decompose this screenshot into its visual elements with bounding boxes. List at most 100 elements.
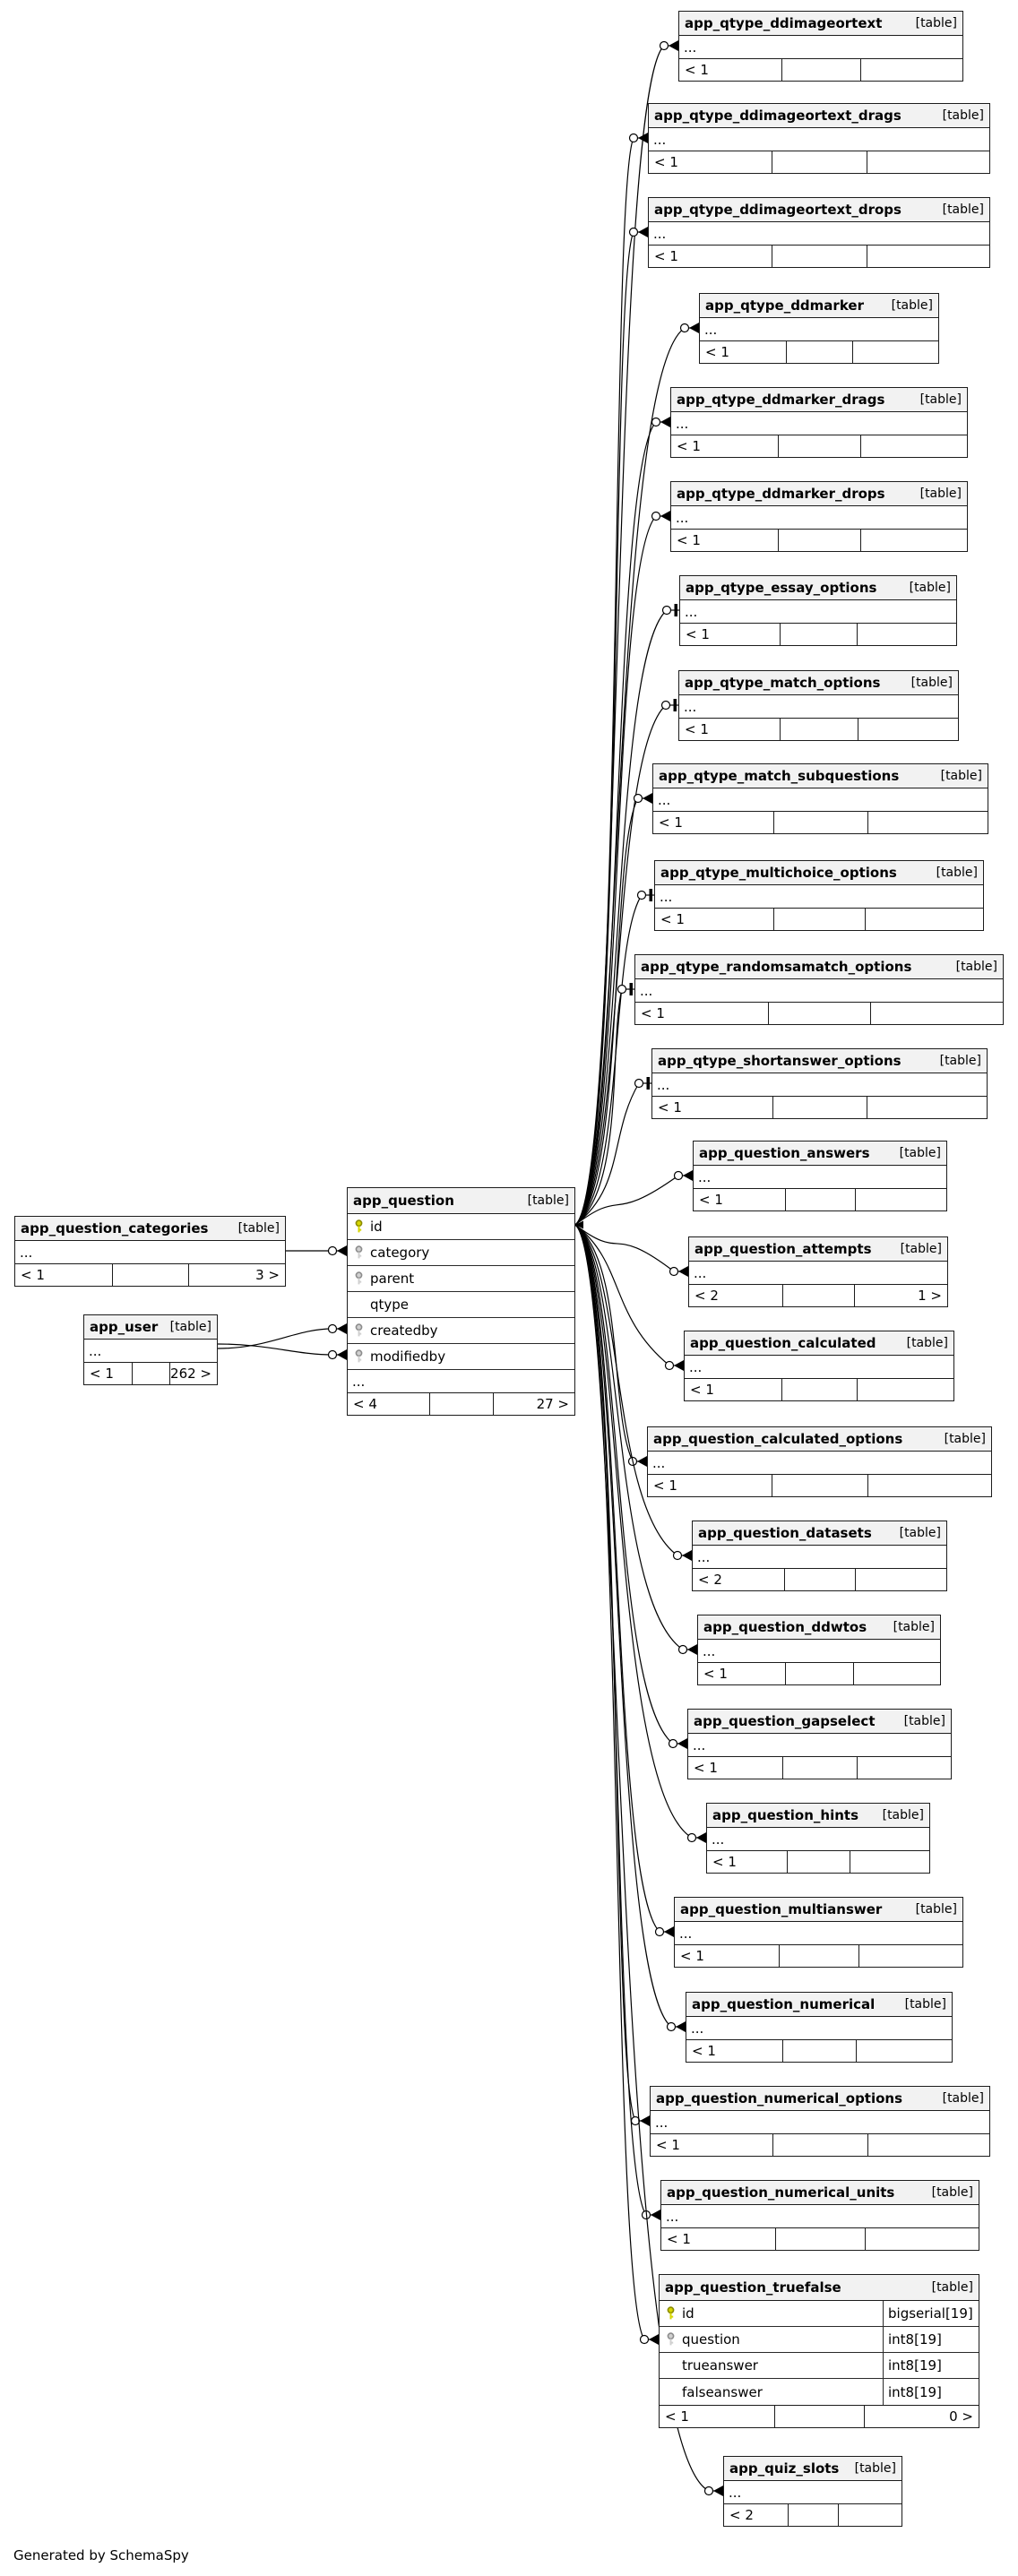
table-type-tag: [table]	[942, 2091, 984, 2106]
table-box-app-qtype-essay-options[interactable]: app_qtype_essay_options [table] ... < 1	[679, 575, 957, 646]
footer-parents-count	[860, 59, 962, 81]
table-box-app-qtype-ddimageortext-drags[interactable]: app_qtype_ddimageortext_drags [table] ..…	[648, 103, 990, 174]
crow-foot-marker	[713, 2486, 723, 2496]
table-footer: < 4 27 >	[348, 1392, 574, 1415]
table-name: app_question_numerical_options	[656, 2090, 903, 2106]
footer-middle-cell	[772, 909, 865, 930]
table-box-app-question-numerical[interactable]: app_question_numerical [table] ... < 1	[686, 1992, 953, 2063]
column-row-createdby: createdby	[348, 1318, 574, 1344]
table-columns: ...	[15, 1241, 285, 1263]
table-box-app-qtype-ddmarker[interactable]: app_qtype_ddmarker [table] ... < 1	[699, 293, 939, 364]
table-header: app_quiz_slots [table]	[724, 2457, 902, 2481]
table-box-app-question-categories[interactable]: app_question_categories [table] ... < 1 …	[14, 1216, 286, 1287]
table-header: app_question_calculated_options [table]	[648, 1427, 991, 1452]
table-name: app_question_numerical	[692, 1996, 876, 2012]
table-box-app-qtype-match-options[interactable]: app_qtype_match_options [table] ... < 1	[678, 670, 959, 741]
table-name: app_question_multianswer	[680, 1901, 883, 1917]
table-box-app-question-hints[interactable]: app_question_hints [table] ... < 1	[706, 1803, 930, 1874]
table-box-app-qtype-shortanswer-options[interactable]: app_qtype_shortanswer_options [table] ..…	[651, 1048, 988, 1119]
footer-children-count: < 1	[686, 626, 710, 642]
relationship-edge	[574, 1224, 660, 2220]
table-columns: ...	[694, 1166, 946, 1188]
table-box-app-question-ddwtos[interactable]: app_question_ddwtos [table] ... < 1	[697, 1615, 941, 1685]
relationship-edge	[574, 1077, 651, 1226]
table-box-app-question-numerical-units[interactable]: app_question_numerical_units [table] ...…	[660, 2180, 979, 2251]
footer-middle-cell	[132, 1363, 168, 1384]
footer-parents-count	[870, 1003, 1003, 1024]
footer-parents-count	[855, 1189, 946, 1210]
columns-ellipsis-row: ...	[84, 1340, 217, 1362]
table-type-tag: [table]	[940, 769, 982, 783]
table-box-app-qtype-ddmarker-drags[interactable]: app_qtype_ddmarker_drags [table] ... < 1	[670, 387, 968, 458]
table-header: app_question_attempts [table]	[689, 1237, 947, 1262]
table-box-app-qtype-ddimageortext[interactable]: app_qtype_ddimageortext [table] ... < 1	[678, 11, 963, 82]
column-row-id: id	[348, 1214, 574, 1240]
table-type-tag: [table]	[919, 392, 962, 407]
table-header: app_question_numerical_units [table]	[661, 2181, 979, 2205]
column-name: modifiedby	[370, 1348, 446, 1365]
footer-middle-cell	[781, 2040, 857, 2062]
column-name: createdby	[370, 1322, 438, 1339]
table-box-app-question-calculated-options[interactable]: app_question_calculated_options [table] …	[647, 1426, 992, 1497]
table-header: app_question_truefalse [table]	[660, 2275, 979, 2301]
table-type-tag: [table]	[899, 1146, 941, 1160]
footer-children-count: < 1	[685, 62, 709, 78]
table-box-app-qtype-match-subquestions[interactable]: app_qtype_match_subquestions [table] ...…	[652, 763, 988, 834]
footer-children-count: < 1	[692, 2043, 716, 2059]
table-header: app_question_multianswer [table]	[675, 1898, 962, 1922]
table-box-app-qtype-ddimageortext-drops[interactable]: app_qtype_ddimageortext_drops [table] ..…	[648, 197, 990, 268]
footer-children-count: < 2	[698, 1572, 722, 1588]
zero-circle-marker	[639, 2334, 650, 2345]
column-name: ...	[712, 1831, 725, 1848]
columns-ellipsis-row: ...	[635, 979, 1003, 1002]
table-header: app_question_gapselect [table]	[688, 1710, 951, 1734]
table-box-app-qtype-multichoice-options[interactable]: app_qtype_multichoice_options [table] ..…	[654, 860, 984, 931]
relationship-edge	[574, 1170, 693, 1226]
table-name: app_qtype_ddimageortext_drags	[654, 108, 902, 124]
footer-parents-count	[849, 1851, 929, 1873]
column-name: ...	[689, 1358, 703, 1375]
relationship-edge	[217, 1343, 347, 1360]
table-name: app_qtype_match_options	[685, 675, 881, 691]
crow-foot-marker	[638, 227, 648, 237]
zero-circle-marker	[673, 1170, 684, 1181]
table-box-app-question-calculated[interactable]: app_question_calculated [table] ... < 1	[684, 1331, 954, 1401]
footer-parents-count	[857, 1379, 953, 1400]
table-box-app-user[interactable]: app_user [table] ... < 1 262 >	[83, 1314, 218, 1385]
crow-foot-marker	[660, 511, 670, 521]
table-box-app-question-answers[interactable]: app_question_answers [table] ... < 1	[693, 1141, 947, 1211]
bar-marker	[649, 889, 652, 901]
table-box-app-question-attempts[interactable]: app_question_attempts [table] ... < 2 1 …	[688, 1236, 948, 1307]
bar-marker	[629, 983, 633, 995]
table-footer: < 2	[724, 2503, 902, 2526]
column-name: ...	[679, 1925, 693, 1942]
table-box-app-question-gapselect[interactable]: app_question_gapselect [table] ... < 1	[687, 1709, 952, 1779]
relationship-edge	[574, 889, 654, 1226]
table-footer: < 1	[685, 1378, 953, 1400]
table-box-app-question-multianswer[interactable]: app_question_multianswer [table] ... < 1	[674, 1897, 963, 1968]
column-name: ...	[694, 1264, 707, 1281]
footer-parents-count	[855, 1569, 946, 1590]
zero-circle-marker	[677, 1644, 688, 1655]
column-name: id	[370, 1219, 383, 1235]
table-footer: < 1	[653, 811, 988, 833]
table-box-app-qtype-ddmarker-drops[interactable]: app_qtype_ddmarker_drops [table] ... < 1	[670, 481, 968, 552]
zero-circle-marker	[654, 1926, 665, 1937]
footer-middle-cell	[771, 246, 867, 267]
table-columns: ...	[700, 318, 938, 340]
zero-circle-marker	[327, 1245, 338, 1256]
table-box-app-qtype-randomsamatch-options[interactable]: app_qtype_randomsamatch_options [table] …	[634, 954, 1004, 1025]
table-box-app-quiz-slots[interactable]: app_quiz_slots [table] ... < 2	[723, 2456, 902, 2527]
columns-ellipsis-row: ...	[15, 1241, 285, 1263]
table-footer: < 2 1 >	[689, 1284, 947, 1306]
footer-children-count: < 1	[658, 1099, 682, 1116]
table-footer: < 2	[693, 1568, 946, 1590]
table-box-app-question-numerical-options[interactable]: app_question_numerical_options [table] .…	[650, 2086, 990, 2157]
columns-ellipsis-row: ...	[689, 1262, 947, 1284]
column-row-qtype: qtype	[348, 1292, 574, 1318]
table-box-app-question-datasets[interactable]: app_question_datasets [table] ... < 2	[692, 1521, 947, 1591]
zero-circle-marker	[327, 1349, 338, 1360]
